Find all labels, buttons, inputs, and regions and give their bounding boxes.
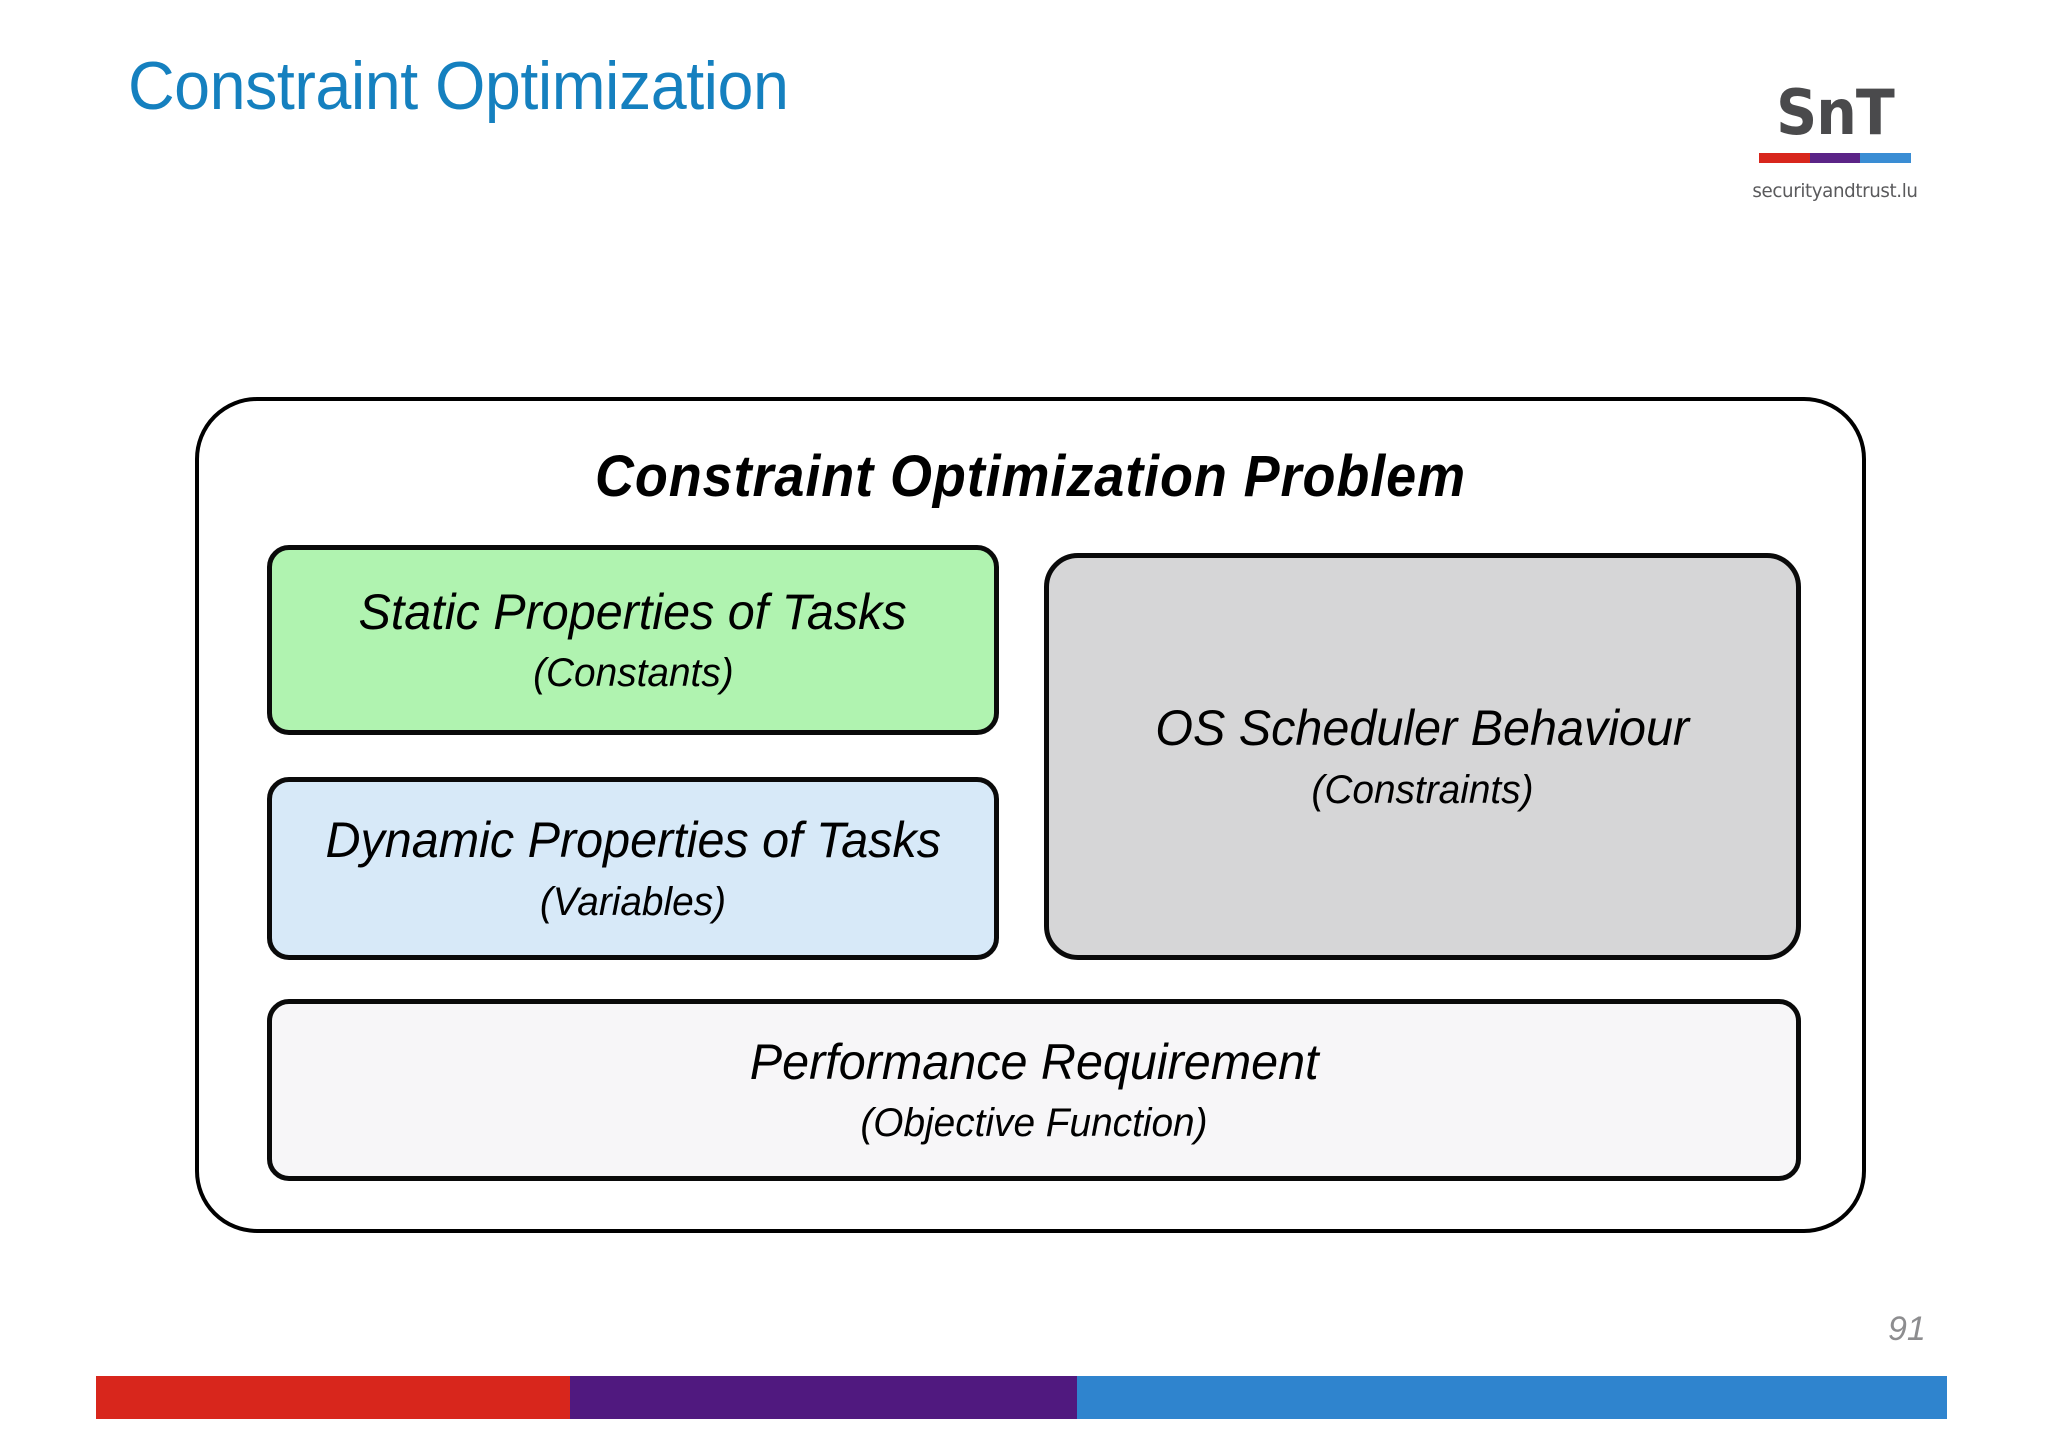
box-performance-requirement: Performance Requirement (Objective Funct… bbox=[267, 999, 1801, 1181]
logo-tagline: securityandtrust.lu bbox=[1752, 180, 1918, 202]
footer-segment-red bbox=[96, 1376, 570, 1419]
footer-color-bar bbox=[96, 1376, 1947, 1419]
logo-color-bars bbox=[1759, 153, 1912, 163]
box-dynamic-properties-title: Dynamic Properties of Tasks bbox=[325, 812, 941, 869]
diagram-heading: Constraint Optimization Problem bbox=[595, 444, 1466, 509]
page-title: Constraint Optimization bbox=[128, 48, 789, 124]
logo-bar-red bbox=[1759, 153, 1810, 163]
box-static-properties-subtitle: (Constants) bbox=[532, 651, 734, 696]
constraint-optimization-problem-container: Constraint Optimization Problem Static P… bbox=[195, 397, 1866, 1233]
footer-segment-blue bbox=[1077, 1376, 1947, 1419]
logo-bar-purple bbox=[1809, 153, 1861, 163]
box-performance-requirement-title: Performance Requirement bbox=[749, 1033, 1319, 1090]
box-os-scheduler-subtitle: (Constraints) bbox=[1311, 767, 1534, 812]
box-os-scheduler-behaviour: OS Scheduler Behaviour (Constraints) bbox=[1044, 553, 1801, 960]
box-performance-requirement-subtitle: (Objective Function) bbox=[860, 1101, 1208, 1146]
snt-logo: SnT securityandtrust.lu bbox=[1735, 82, 1935, 252]
slide-page-number: 91 bbox=[1888, 1310, 1926, 1348]
box-os-scheduler-title: OS Scheduler Behaviour bbox=[1155, 700, 1690, 757]
logo-wordmark: SnT bbox=[1776, 76, 1895, 149]
box-dynamic-properties-subtitle: (Variables) bbox=[539, 879, 727, 924]
box-static-properties: Static Properties of Tasks (Constants) bbox=[267, 545, 999, 735]
box-static-properties-title: Static Properties of Tasks bbox=[358, 583, 908, 640]
logo-bar-blue bbox=[1860, 153, 1912, 163]
footer-segment-purple bbox=[569, 1376, 1078, 1419]
box-dynamic-properties: Dynamic Properties of Tasks (Variables) bbox=[267, 777, 999, 960]
